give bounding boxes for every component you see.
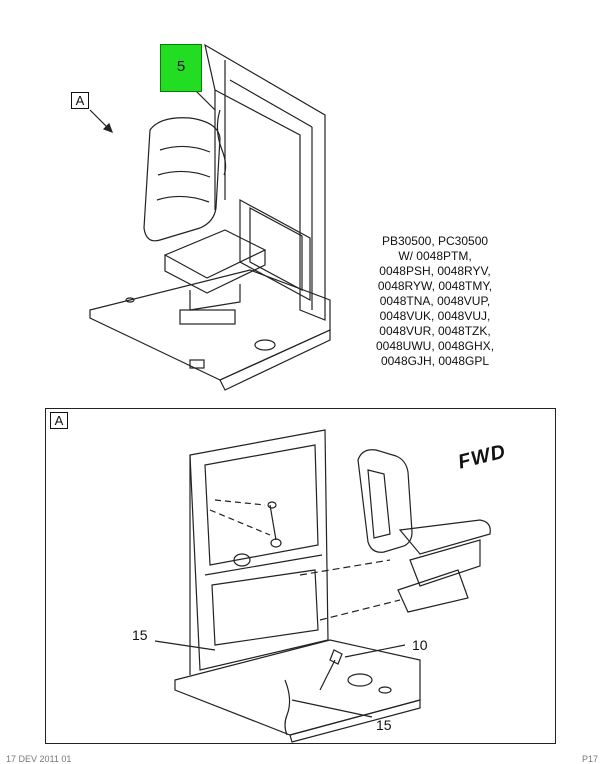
view-a-arrow (89, 109, 114, 134)
note-line: 0048VUR, 0048TZK, (379, 324, 491, 338)
callout-15-left: 15 (132, 627, 148, 643)
footer-right: P17 (582, 754, 599, 764)
callout-5: 5 (160, 44, 202, 92)
note-line: 0048TNA, 0048VUP, (379, 294, 491, 308)
note-line: 0048PSH, 0048RYV, (379, 264, 491, 278)
detail-view-label: A (50, 412, 68, 429)
note-line: PB30500, PC30500 (381, 234, 489, 248)
detail-harness (284, 649, 343, 736)
top-seat (143, 117, 267, 325)
detail-view-frame (45, 408, 556, 744)
detail-seat (357, 449, 491, 613)
note-line: 0048UWU, 0048GHX, (375, 339, 495, 353)
applicability-note: PB30500, PC30500 W/ 0048PTM, 0048PSH, 00… (360, 234, 510, 369)
top-floor-panel (89, 269, 331, 391)
top-back-wall (204, 43, 326, 321)
callout-15-bottom: 15 (376, 717, 392, 733)
detail-floor-panel (174, 639, 421, 743)
callout-leaders (154, 89, 406, 718)
note-line: W/ 0048PTM, (398, 249, 472, 263)
callout-10: 10 (412, 637, 428, 653)
detail-back-wall (189, 429, 329, 675)
note-line: 0048RYW, 0048TMY, (377, 279, 493, 293)
note-line: 0048VUK, 0048VUJ, (379, 309, 491, 323)
install-dashed-lines (299, 559, 401, 621)
view-a-label: A (71, 92, 89, 109)
footer-left: 17 DEV 2011 01 (6, 754, 72, 764)
note-line: 0048GJH, 0048GPL (380, 354, 490, 368)
detail-tether (267, 501, 282, 548)
